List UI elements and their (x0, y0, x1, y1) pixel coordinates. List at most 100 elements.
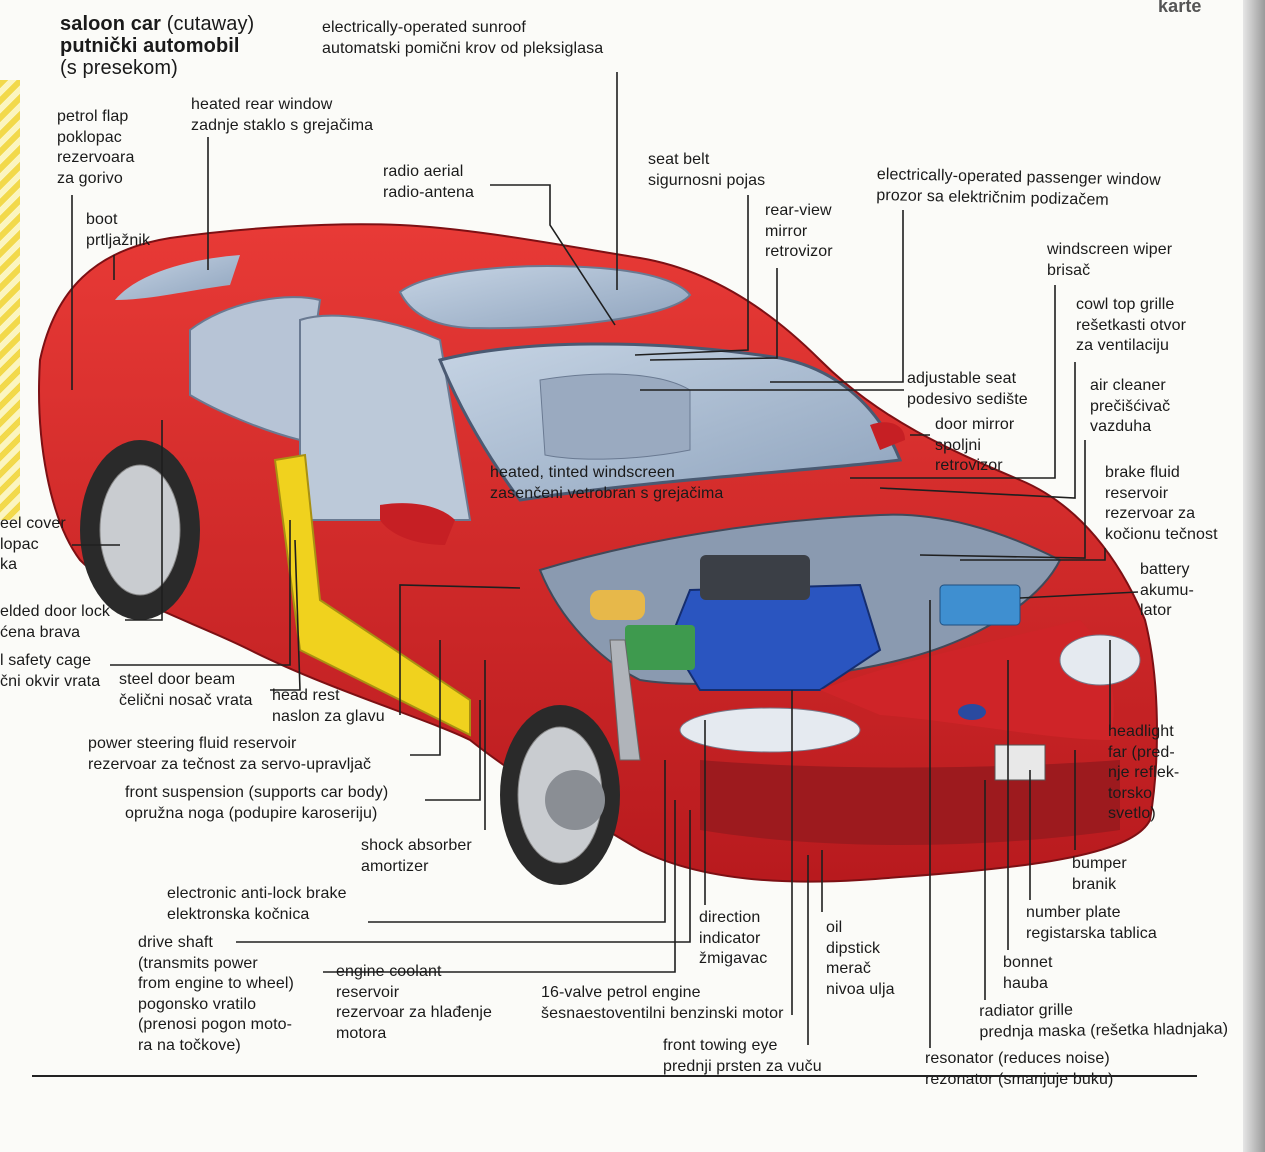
green-reservoir (625, 625, 695, 670)
label-line: radio aerial (383, 163, 464, 180)
battery-box (939, 584, 1021, 626)
label-line: adjustable seat (907, 370, 1017, 387)
label-line: (transmits power (138, 954, 258, 972)
label-line: nje reflek- (1108, 764, 1180, 781)
book-spine-shadow (1243, 0, 1265, 1152)
label-line: brisač (1047, 261, 1091, 279)
label-line: cowl top grille (1076, 296, 1175, 313)
label-line: head rest (272, 687, 340, 704)
label-safety-cage: l safety cage čni okvir vrata (0, 651, 100, 692)
label-line: prednji prsten za vuču (663, 1057, 822, 1075)
corner-word: karte (1158, 0, 1202, 16)
label-line: nivoa ulja (826, 980, 895, 998)
label-door-mirror: door mirror spoljni retrovizor (935, 415, 1014, 477)
label-line: zadnje staklo s grejačima (191, 116, 374, 134)
title-en-note: (cutaway) (166, 13, 255, 35)
label-towing-eye: front towing eye prednji prsten za vuču (663, 1036, 822, 1077)
right-headlight (1059, 634, 1141, 686)
label-line: shock absorber (361, 837, 472, 854)
label-bonnet: bonnet hauba (1003, 953, 1053, 994)
label-line: rezonator (smanjuje buku) (925, 1070, 1114, 1088)
title-sr: putnički automobil (60, 35, 240, 57)
label-line: headlight (1108, 723, 1174, 740)
title-sr-note: (s presekom) (60, 57, 178, 79)
label-line: far (pred- (1108, 743, 1175, 761)
label-line: door mirror (935, 416, 1015, 433)
label-line: za ventilaciju (1076, 337, 1170, 354)
label-line: steel door beam (119, 671, 236, 688)
label-line: elded door lock (0, 603, 111, 620)
label-line: seat belt (648, 151, 710, 168)
label-line: rezervoara (57, 149, 135, 166)
label-line: retrovizor (935, 457, 1003, 474)
label-line: hauba (1003, 974, 1048, 992)
label-line: sigurnosni pojas (648, 171, 766, 189)
label-line: resonator (reduces noise) (925, 1050, 1110, 1067)
label-line: electrically-operated sunroof (322, 19, 526, 36)
label-line: merač (826, 960, 871, 977)
label-line: lator (1140, 602, 1172, 619)
label-line: front towing eye (663, 1037, 778, 1054)
label-line: oil (826, 919, 843, 936)
title-en: saloon car (60, 13, 162, 35)
label-line: eel cover (0, 515, 66, 532)
label-line: naslon za glavu (272, 707, 385, 725)
label-heated-rear-window: heated rear window zadnje staklo s grejač… (191, 95, 373, 136)
safety-cage (273, 453, 471, 737)
label-line: retrovizor (765, 243, 833, 260)
page-edge-stripes (0, 80, 20, 520)
label-head-rest: head rest naslon za glavu (272, 686, 385, 727)
label-direction-indicator: direction indicator žmigavac (699, 908, 767, 970)
label-line: zasenčeni vetrobran s grejačima (490, 484, 724, 502)
number-plate-recess (994, 744, 1046, 781)
label-line: petrol flap (57, 108, 129, 125)
label-line: svetlo) (1108, 805, 1156, 822)
label-headlight: headlight far (pred-nje reflek-torsko svet… (1108, 722, 1179, 825)
label-seat-belt: seat belt sigurnosni pojas (648, 150, 765, 191)
label-line: kočionu tečnost (1105, 525, 1218, 543)
label-line: direction (699, 909, 761, 926)
seat-back (539, 373, 691, 460)
label-line: rezervoar za (1105, 505, 1196, 522)
label-line: l safety cage (0, 652, 92, 669)
label-line: za gorivo (57, 169, 123, 187)
label-line: šesnaestoventilni benzinski motor (541, 1004, 784, 1022)
label-line: branik (1072, 875, 1117, 893)
label-line: heated rear window (191, 96, 333, 113)
label-line: ra na točkove) (138, 1036, 241, 1054)
label-line: spoljni (935, 436, 982, 454)
label-line: torsko (1108, 784, 1153, 802)
front-wheel (500, 705, 620, 885)
label-line: (prenosi pogon moto- (138, 1016, 293, 1033)
label-line: rezervoar za hlađenje (336, 1004, 492, 1021)
label-line: electronic anti-lock brake (167, 885, 347, 902)
label-line: registarska tablica (1026, 924, 1157, 942)
label-line: žmigavac (699, 950, 768, 967)
label-line: lopac (0, 535, 39, 553)
label-line: from engine to wheel) (138, 975, 294, 992)
label-line: power steering fluid reservoir (88, 735, 297, 752)
label-line: vazduha (1090, 418, 1152, 435)
label-line: bonnet (1003, 954, 1053, 971)
label-line: pogonsko vratilo (138, 995, 257, 1013)
label-door-beam: steel door beam čelični nosač vrata (119, 670, 253, 711)
label-line: prečišćivač (1090, 397, 1171, 415)
label-line: indicator (699, 929, 761, 947)
label-line: 16-valve petrol engine (541, 984, 701, 1001)
front-door-interior (299, 314, 472, 521)
label-line: čelični nosač vrata (119, 691, 253, 709)
label-line: čni okvir vrata (0, 672, 101, 690)
